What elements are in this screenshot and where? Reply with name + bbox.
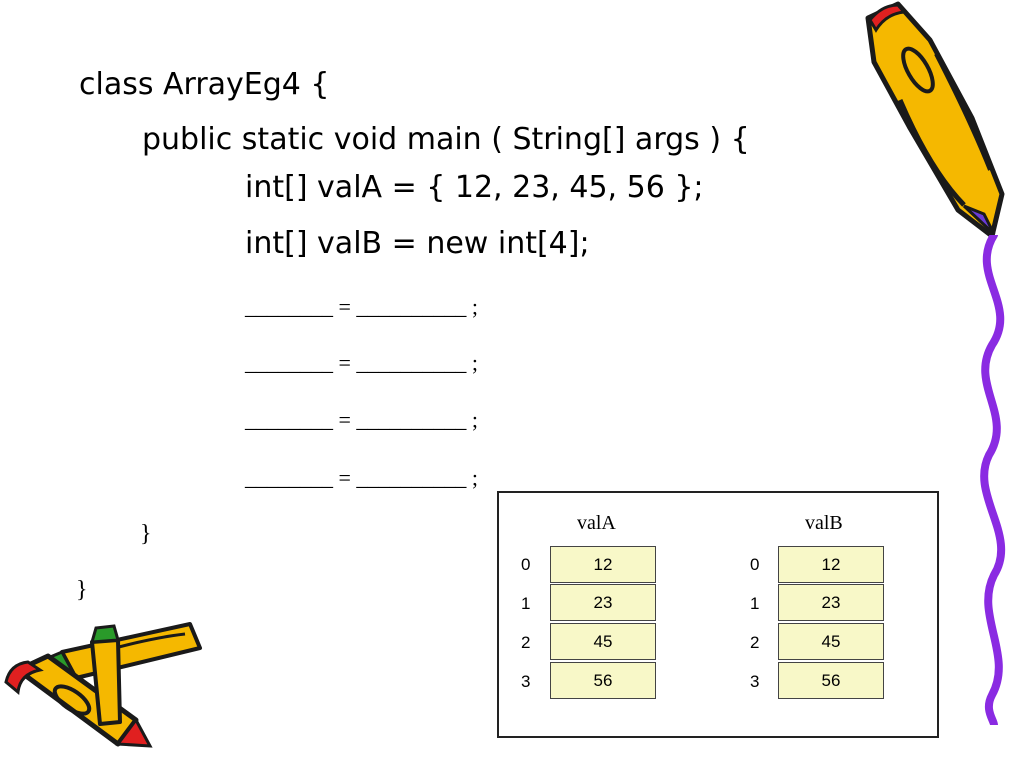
array-cell: 23 <box>778 584 884 621</box>
code-line-class: class ArrayEg4 { <box>79 67 330 102</box>
array-cell: 56 <box>550 662 656 699</box>
pencils-icon <box>4 622 202 748</box>
array-index: 2 <box>750 633 760 652</box>
array-cell: 12 <box>778 546 884 583</box>
array-index: 3 <box>521 672 531 691</box>
array-cell: 45 <box>550 623 656 660</box>
code-line-valb: int[] valB = new int[4]; <box>245 226 590 261</box>
squiggle-border <box>980 235 1006 725</box>
array-index: 3 <box>750 672 760 691</box>
code-line-vala: int[] valA = { 12, 23, 45, 56 }; <box>245 170 704 205</box>
array-title-vala: valA <box>577 512 616 534</box>
blank-line-1: ________ = __________ ; <box>245 294 479 319</box>
array-cell: 45 <box>778 623 884 660</box>
blank-line-3: ________ = __________ ; <box>245 407 479 432</box>
array-cell: 12 <box>550 546 656 583</box>
code-line-main: public static void main ( String[] args … <box>142 122 750 157</box>
array-title-valb: valB <box>805 512 843 534</box>
array-index: 1 <box>521 594 531 613</box>
array-diagram: valA valB 0 12 1 23 2 45 3 56 0 12 1 23 … <box>497 491 939 738</box>
blank-line-2: ________ = __________ ; <box>245 350 479 375</box>
array-index: 2 <box>521 633 531 652</box>
array-index: 1 <box>750 594 760 613</box>
blank-line-4: ________ = __________ ; <box>245 465 479 490</box>
array-cell: 23 <box>550 584 656 621</box>
array-index: 0 <box>521 555 531 574</box>
array-cell: 56 <box>778 662 884 699</box>
closing-brace-method: } <box>140 521 152 547</box>
closing-brace-class: } <box>76 577 88 603</box>
pencil-icon <box>865 1 1005 239</box>
array-index: 0 <box>750 555 760 574</box>
